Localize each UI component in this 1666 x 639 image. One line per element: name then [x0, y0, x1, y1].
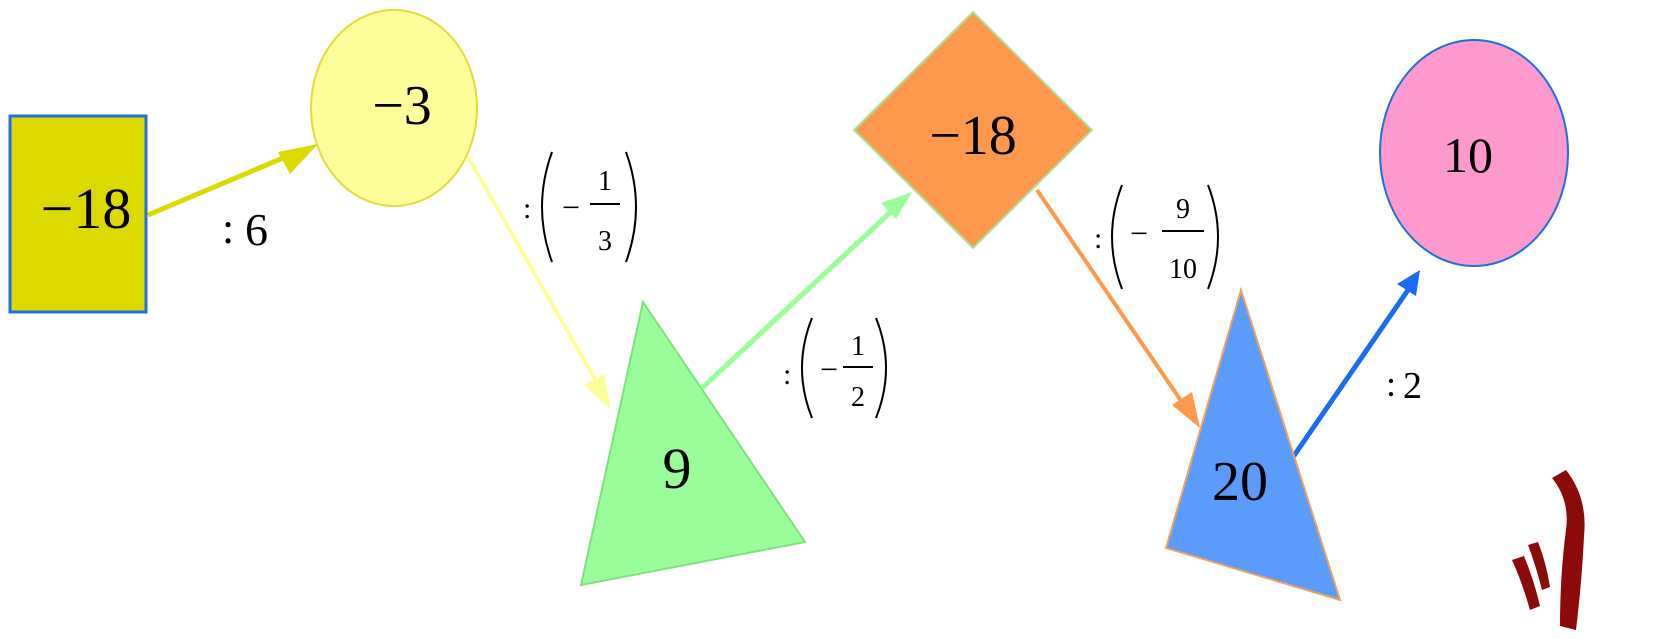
op2-prefix: :: [523, 192, 531, 225]
op4-sign: −: [1130, 215, 1148, 251]
triangle1-shape: [579, 299, 807, 587]
circle2-ellipse: [1379, 39, 1569, 267]
op2-denominator: 3: [598, 226, 612, 257]
op4-denominator: 10: [1169, 254, 1197, 285]
op5-prefix: :: [1386, 364, 1396, 404]
triangle2-shape: [1164, 286, 1342, 602]
node-triangle2: 20: [1164, 286, 1342, 602]
circle1-ellipse: [310, 9, 478, 207]
node-triangle1: 9: [579, 299, 807, 587]
circle1-value: −3: [372, 75, 432, 137]
arrows: [147, 144, 1420, 462]
arrowhead-a3-shape: [881, 192, 912, 219]
node-circle2: 10: [1379, 39, 1569, 267]
diamond-shape: [852, 10, 1094, 250]
op4-prefix: :: [1094, 222, 1102, 255]
triangle2-value: 20: [1212, 451, 1268, 513]
arrow-a5: [1288, 288, 1411, 462]
circle2-value: 10: [1443, 127, 1493, 183]
diamond-value: −18: [929, 105, 1017, 167]
node-circle1: −3: [310, 9, 478, 207]
op5-value: 2: [1403, 365, 1422, 407]
arrowhead-a2-shape: [584, 374, 611, 410]
node-diamond: −18: [852, 10, 1094, 250]
op2-left-paren: [541, 151, 553, 263]
op2-right-paren: [625, 151, 637, 263]
brush-stroke-1: [1552, 470, 1585, 630]
arrowhead-a1-shape: [278, 144, 318, 174]
arrowhead-a4-shape: [1172, 392, 1200, 428]
op4-right-paren: [1207, 184, 1219, 290]
op3-right-paren: [875, 317, 887, 419]
decorative-brush-mark: [1512, 470, 1585, 630]
op3-sign: −: [820, 351, 838, 387]
start-value: −18: [41, 176, 132, 241]
op4-numerator: 9: [1176, 194, 1190, 225]
arrow-a3: [700, 206, 897, 390]
arrowhead-a5-shape: [1397, 270, 1420, 296]
op4-left-paren: [1111, 184, 1123, 290]
operation-op1: : 6: [222, 204, 268, 255]
operation-op4: : − 9 10: [1094, 184, 1219, 290]
op1-value: 6: [245, 204, 268, 255]
brush-stroke-2: [1512, 556, 1540, 610]
op2-numerator: 1: [598, 166, 612, 197]
op3-prefix: :: [783, 358, 791, 391]
operation-op5: : 2: [1386, 364, 1422, 407]
op3-numerator: 1: [851, 331, 865, 362]
arrow-a1: [147, 147, 303, 218]
op3-denominator: 2: [851, 382, 865, 413]
arrow-a2: [466, 156, 602, 389]
op3-left-paren: [801, 317, 813, 419]
node-start: −18: [8, 114, 148, 314]
triangle1-value: 9: [663, 436, 692, 501]
op1-prefix: :: [222, 204, 234, 253]
brush-stroke-3: [1528, 542, 1550, 590]
op2-sign: −: [562, 189, 580, 225]
arrow-a4: [1035, 188, 1188, 410]
operation-op3: : − 1 2: [783, 317, 887, 419]
start-rectangle: [8, 114, 148, 314]
operation-op2: : − 1 3: [523, 151, 637, 263]
